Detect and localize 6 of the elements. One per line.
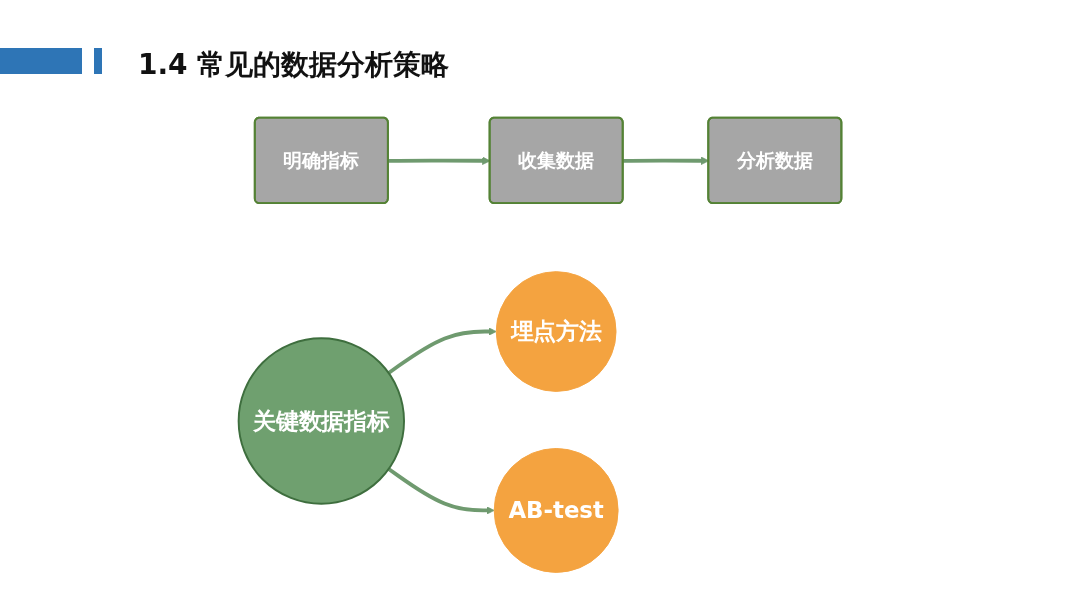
arrow [387,327,497,375]
node-circle: 埋点方法 [495,271,617,392]
slide-title: 1.4 常见的数据分析策略 [138,47,450,83]
node-circle: AB-test [493,448,619,573]
node-circle: 关键数据指标 [237,337,405,505]
arrow [387,467,495,515]
